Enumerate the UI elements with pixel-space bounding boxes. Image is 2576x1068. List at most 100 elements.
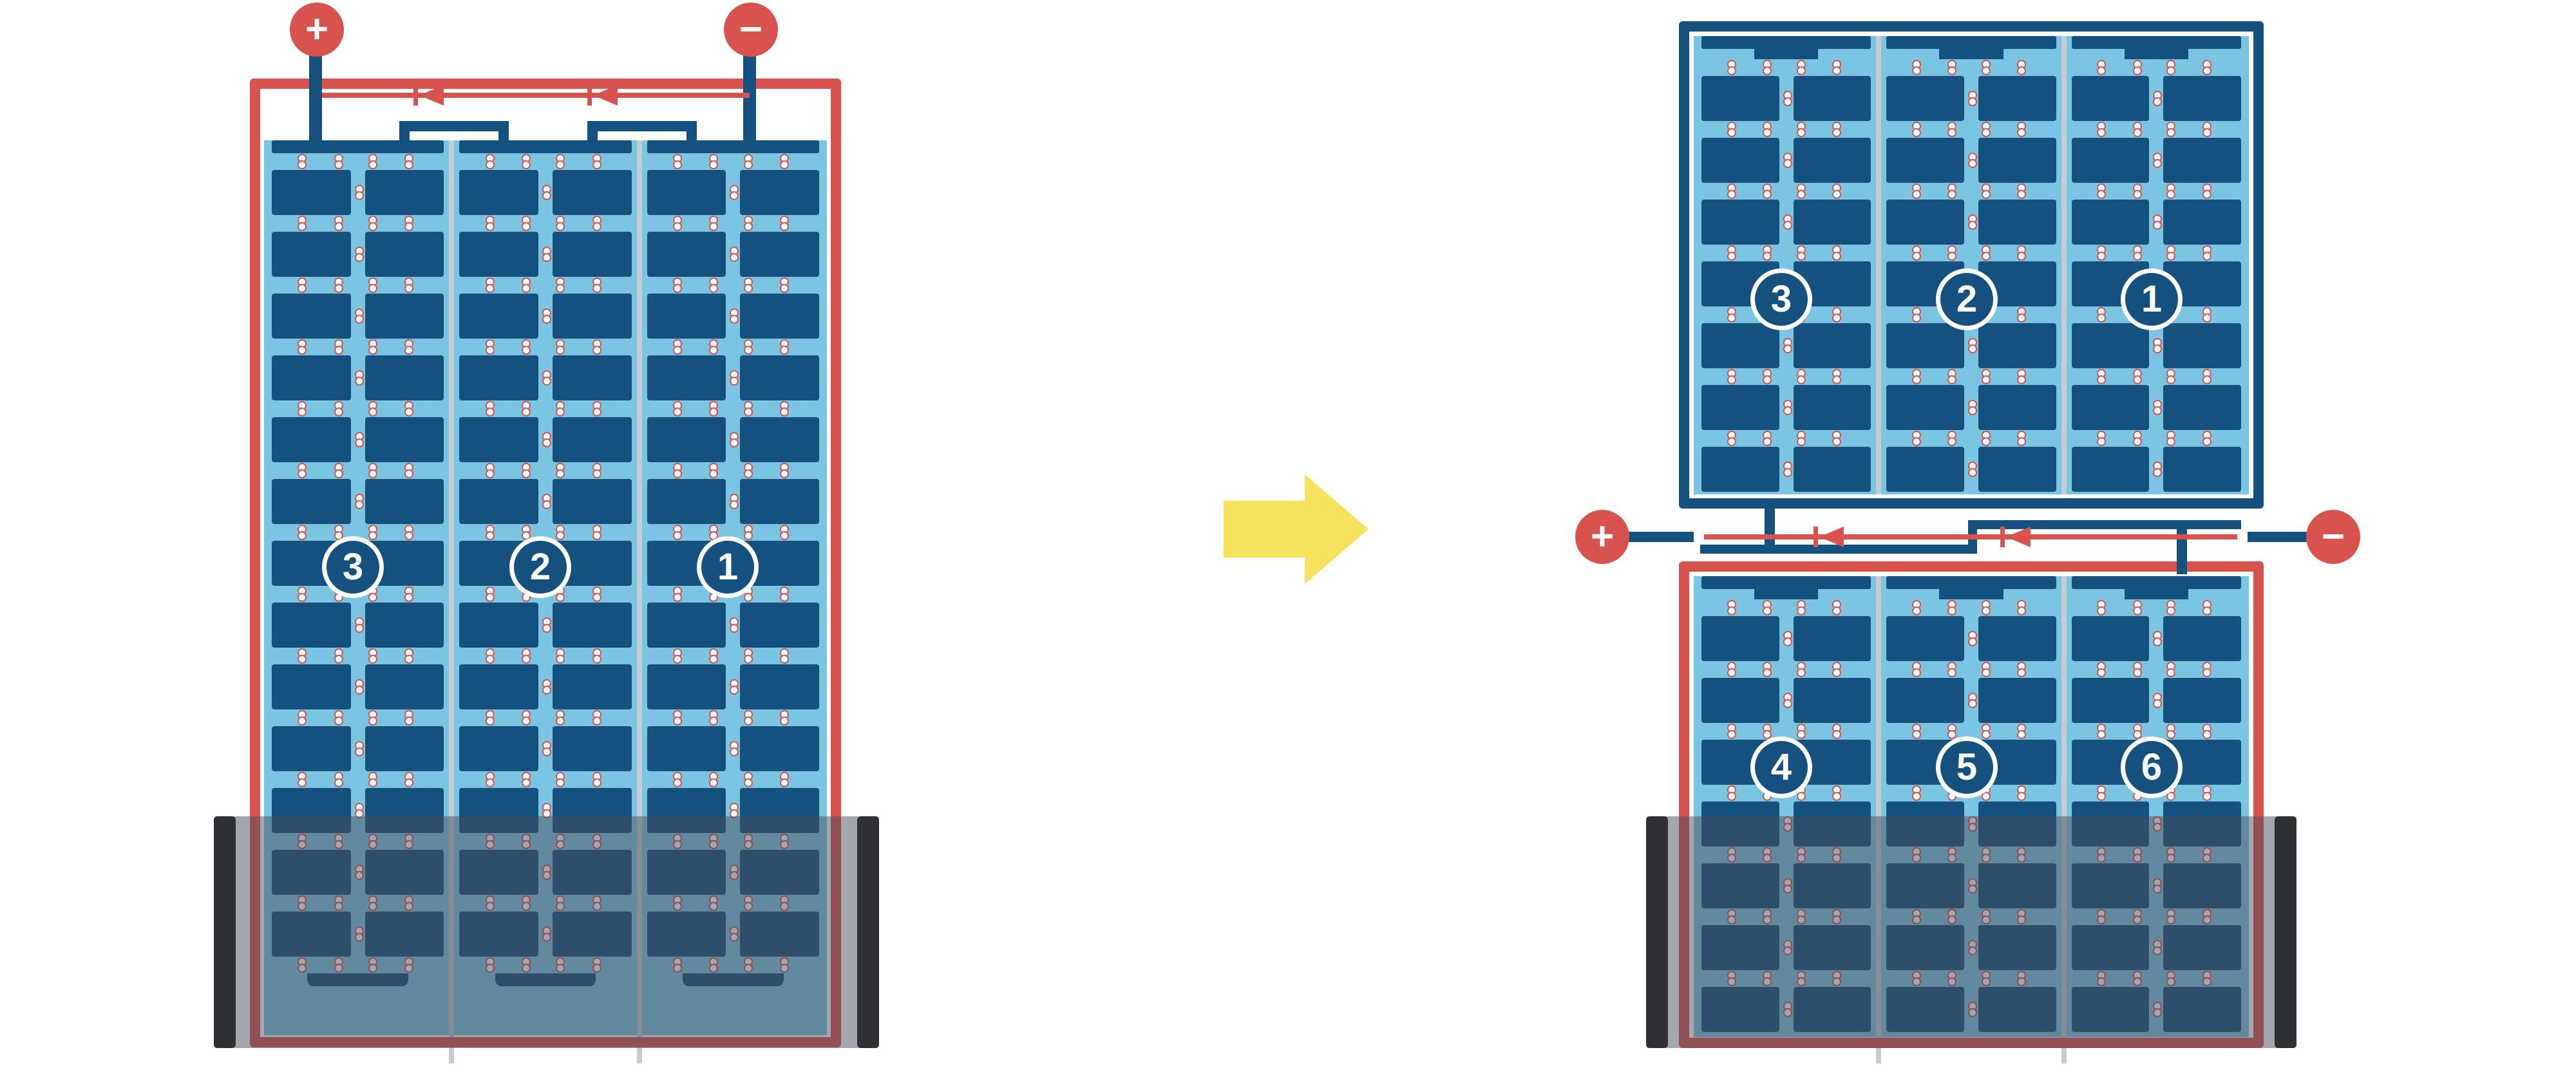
busbar-dots-icon xyxy=(2097,245,2107,261)
busbar-dots-icon xyxy=(592,648,601,664)
busbar-dots-icon xyxy=(2097,307,2107,323)
solar-cell xyxy=(365,294,444,339)
string-top-connector xyxy=(1886,576,2056,589)
solar-cell xyxy=(1701,200,1779,245)
cell-gap xyxy=(1701,723,1871,740)
busbar-dots-icon xyxy=(1763,369,1772,384)
busbar-dots-icon xyxy=(1947,724,1957,739)
solar-cell xyxy=(1701,616,1779,661)
string-number-badge: 2 xyxy=(1936,268,1998,330)
busbar-dots-icon xyxy=(542,185,551,200)
busbar-dots-icon xyxy=(404,154,414,169)
busbar-dots-icon xyxy=(592,154,601,169)
busbar-dots-icon xyxy=(2202,307,2211,323)
solar-cell xyxy=(553,603,632,648)
busbar-dots-icon xyxy=(1947,369,1957,384)
cell-row xyxy=(2068,200,2245,245)
busbar-dots-icon xyxy=(1912,724,1922,739)
solar-cell xyxy=(1978,385,2056,430)
busbar-dots-icon xyxy=(779,401,789,417)
solar-cell xyxy=(2163,323,2241,368)
busbar-dots-icon xyxy=(556,339,565,355)
busbar-dots-icon xyxy=(2202,724,2211,739)
busbar-dots-icon xyxy=(730,741,739,756)
busbar-dots-icon xyxy=(1727,662,1736,677)
busbar-dots-icon xyxy=(334,710,343,726)
busbar-dots-icon xyxy=(1763,431,1772,446)
cell-row xyxy=(643,726,823,771)
busbar-dots-icon xyxy=(1783,693,1792,708)
busbar-dots-icon xyxy=(2166,431,2176,446)
busbar-dots-icon xyxy=(542,494,551,509)
cell-row xyxy=(268,294,448,339)
busbar-dots-icon xyxy=(2097,431,2107,446)
cell-gap xyxy=(272,771,444,788)
string-number-badge: 1 xyxy=(697,536,759,598)
negative-terminal-icon: − xyxy=(724,3,778,57)
busbar-dots-icon xyxy=(521,710,531,726)
solar-cell xyxy=(272,170,351,215)
solar-cell xyxy=(1701,76,1779,121)
cell-gap xyxy=(647,277,819,294)
busbar-dots-icon xyxy=(1763,183,1772,199)
busbar-dots-icon xyxy=(368,710,378,726)
solar-cell xyxy=(1793,200,1871,245)
busbar-dots-icon xyxy=(1947,662,1957,677)
busbar-dots-icon xyxy=(779,648,789,664)
busbar-dots-icon xyxy=(556,216,565,231)
string-top-tab xyxy=(1939,48,2003,59)
cell-row xyxy=(1882,200,2060,245)
busbar-dots-icon xyxy=(2166,122,2176,137)
busbar-dots-icon xyxy=(485,772,495,787)
solar-cell xyxy=(2071,76,2150,121)
busbar-dots-icon xyxy=(2097,600,2107,615)
solar-cell xyxy=(1701,385,1779,430)
busbar-dots-icon xyxy=(556,648,565,664)
cell-row xyxy=(268,726,448,771)
busbar-dots-icon xyxy=(2132,183,2142,199)
busbar-dots-icon xyxy=(730,617,739,633)
cell-gap xyxy=(459,709,631,726)
busbar-dots-icon xyxy=(298,710,307,726)
solar-cell xyxy=(647,603,726,648)
busbar-dots-icon xyxy=(673,401,683,417)
busbar-dots-icon xyxy=(1796,724,1806,739)
busbar-dots-icon xyxy=(1982,600,1991,615)
string-number-badge: 6 xyxy=(2121,736,2183,798)
cell-gap xyxy=(1886,723,2056,740)
busbar-dots-icon xyxy=(1783,214,1792,230)
cell-string xyxy=(1882,36,2060,494)
busbar-dots-icon xyxy=(1947,431,1957,446)
solar-cell xyxy=(553,170,632,215)
busbar-dots-icon xyxy=(1912,183,1922,199)
busbar-dots-icon xyxy=(709,525,719,540)
cell-gap xyxy=(459,771,631,788)
busbar-dots-icon xyxy=(730,679,739,695)
busbar-dots-icon xyxy=(1947,245,1957,261)
solar-cell xyxy=(553,664,632,709)
busbar-dots-icon xyxy=(2166,369,2176,384)
solar-cell xyxy=(459,294,538,339)
cell-row xyxy=(455,355,635,400)
busbar-dots-icon xyxy=(743,710,753,726)
busbar-dots-icon xyxy=(1796,600,1806,615)
busbar-dots-icon xyxy=(298,339,307,355)
busbar-dots-icon xyxy=(1967,338,1977,353)
cell-gap xyxy=(459,462,631,479)
string-number-badge: 3 xyxy=(322,536,384,598)
busbar-dots-icon xyxy=(1967,462,1977,477)
column-separator xyxy=(1876,36,1881,494)
solar-cell xyxy=(1793,323,1871,368)
solar-cell xyxy=(272,479,351,524)
solar-cell xyxy=(1978,447,2056,492)
busbar-dots-icon xyxy=(1783,91,1792,106)
busbar-dots-icon xyxy=(2202,245,2211,261)
busbar-dots-icon xyxy=(743,525,753,540)
solar-cell xyxy=(1886,447,1964,492)
string-top-connector xyxy=(1701,576,1871,589)
cell-gap xyxy=(459,648,631,664)
cell-row xyxy=(268,664,448,709)
busbar-dots-icon xyxy=(485,401,495,417)
busbar-dots-icon xyxy=(2017,724,2027,739)
string-interconnect-leg xyxy=(498,121,509,143)
